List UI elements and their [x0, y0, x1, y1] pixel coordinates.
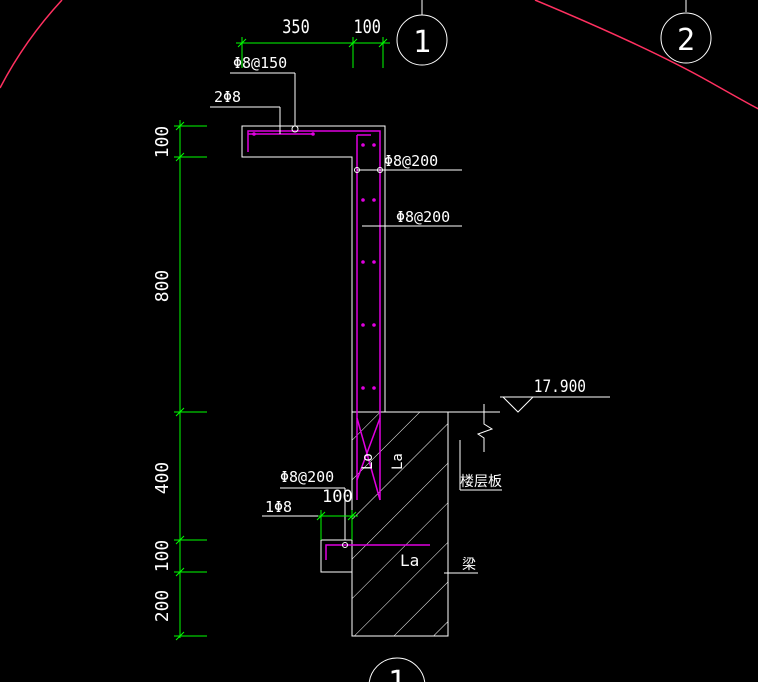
parapet-outline [241, 125, 386, 413]
axis-marker-2-label: 2 [677, 23, 695, 58]
elevation-marker: 17.900 [500, 376, 610, 413]
axis-marker-2: 2 [660, 0, 712, 64]
label-wall-outer: Φ8@200 [384, 152, 438, 170]
rebar-dots [252, 132, 376, 390]
lower-ledge-outline [320, 539, 352, 573]
elevation-value: 17.900 [534, 376, 586, 396]
top-dimension: 350 100 [236, 16, 390, 68]
anchor-label-la-vertical: La [390, 453, 406, 470]
vdim-800: 800 [152, 270, 173, 303]
axis-marker-1: 1 [396, 0, 448, 66]
vdim-200: 200 [152, 590, 173, 623]
label-floor-slab: 楼层板 [460, 474, 502, 490]
label-top-longitudinal: 2Φ8 [214, 88, 241, 106]
top-slab-rebar [247, 130, 381, 500]
top-dim-350: 350 [282, 16, 309, 38]
label-lower-bar: 1Φ8 [265, 498, 292, 516]
label-wall-inner: Φ8@200 [396, 208, 450, 226]
vdim-100-top: 100 [152, 126, 173, 159]
anchor-label-la-horizontal: La [400, 551, 419, 570]
lower-ledge-rebar [325, 544, 430, 560]
anchor-label-lo: Lo [360, 453, 376, 470]
wall-inner-rebar [356, 134, 371, 500]
label-lower-width: 100 [322, 487, 353, 507]
section-marker: 1 [368, 657, 426, 682]
slab-break-line [476, 404, 494, 452]
top-dim-100: 100 [353, 16, 380, 38]
vertical-dimension-chain: 100 800 400 100 200 [152, 120, 207, 641]
section-marker-label: 1 [388, 665, 406, 682]
red-boundary-curve-left [0, 0, 63, 89]
label-top-slab-bars: Φ8@150 [233, 54, 287, 72]
vdim-400: 400 [152, 462, 173, 495]
vdim-100-lower: 100 [152, 540, 173, 573]
label-beam: 梁 [462, 557, 476, 573]
red-boundary-curve-right [534, 0, 758, 110]
beam-hatch [352, 412, 448, 636]
axis-marker-1-label: 1 [413, 25, 431, 60]
label-lower-stirrup: Φ8@200 [280, 468, 334, 486]
